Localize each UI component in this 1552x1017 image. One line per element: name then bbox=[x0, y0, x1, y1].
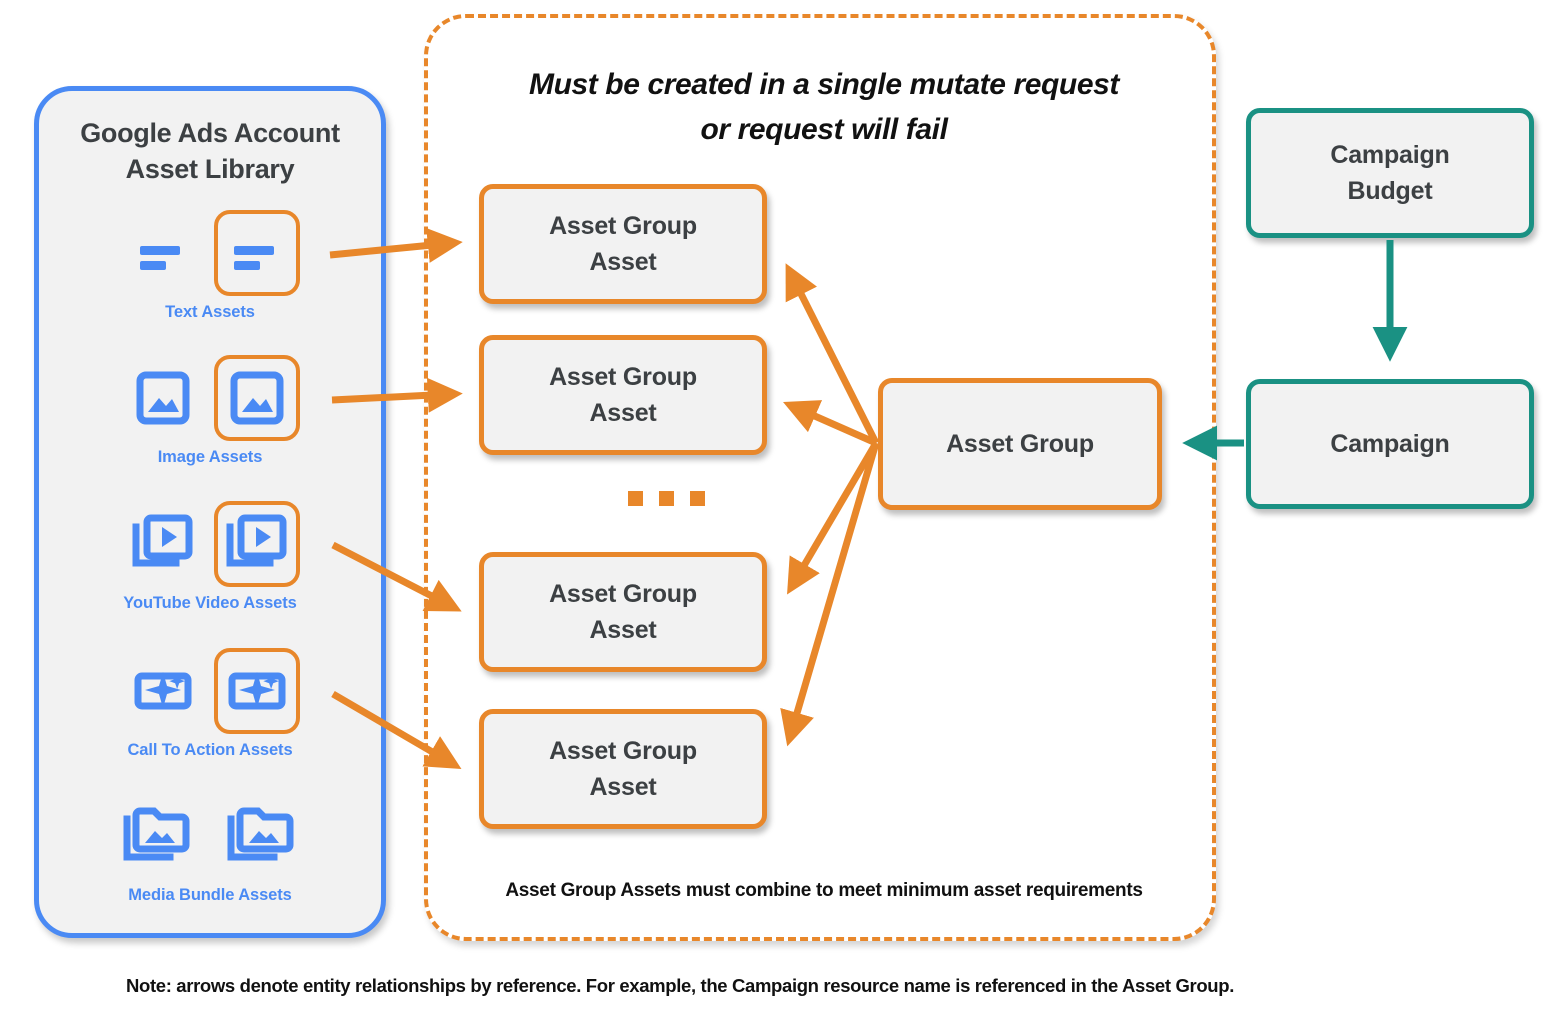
call-to-action-asset-icon-selected[interactable] bbox=[214, 648, 300, 734]
asset-label-youtube: YouTube Video Assets bbox=[123, 594, 297, 612]
campaign-budget-label-line2: Budget bbox=[1347, 177, 1433, 205]
asset-group-asset-node-4[interactable]: Asset Group Asset bbox=[479, 709, 767, 829]
asset-library-title: Google Ads Account Asset Library bbox=[39, 115, 381, 187]
asset-group-node[interactable]: Asset Group bbox=[878, 378, 1162, 510]
campaign-node[interactable]: Campaign bbox=[1246, 379, 1534, 509]
asset-group-asset-node-3[interactable]: Asset Group Asset bbox=[479, 552, 767, 672]
ellipsis-indicator bbox=[628, 491, 705, 506]
text-asset-icon bbox=[120, 210, 206, 296]
asset-group-label: Asset Group bbox=[946, 429, 1094, 458]
asset-group-asset-label-4b: Asset bbox=[589, 773, 657, 801]
image-asset-icon bbox=[120, 355, 206, 441]
call-to-action-asset-icon bbox=[120, 648, 206, 734]
campaign-label: Campaign bbox=[1330, 429, 1450, 458]
asset-row-media-bundle: Media Bundle Assets bbox=[39, 789, 381, 909]
mutate-heading-line2: or request will fail bbox=[700, 113, 948, 146]
asset-group-asset-node-1[interactable]: Asset Group Asset bbox=[479, 184, 767, 304]
footer-note: Note: arrows denote entity relationships… bbox=[125, 975, 1234, 996]
asset-group-asset-label-1a: Asset Group bbox=[549, 212, 697, 240]
asset-group-asset-label-4a: Asset Group bbox=[549, 737, 697, 765]
campaign-budget-label-line1: Campaign bbox=[1330, 141, 1450, 169]
image-asset-icon-selected[interactable] bbox=[214, 355, 300, 441]
mutate-heading-line1: Must be created in a single mutate reque… bbox=[528, 68, 1120, 101]
asset-library-title-line2: Asset Library bbox=[125, 154, 295, 184]
youtube-video-asset-icon bbox=[120, 501, 206, 587]
mutate-request-heading: Must be created in a single mutate reque… bbox=[448, 62, 1200, 152]
asset-group-asset-label-3a: Asset Group bbox=[549, 580, 697, 608]
asset-group-asset-label-2a: Asset Group bbox=[549, 363, 697, 391]
asset-requirements-note: Asset Group Assets must combine to meet … bbox=[505, 880, 1143, 901]
asset-row-image: Image Assets bbox=[39, 351, 381, 471]
asset-group-asset-label-1b: Asset bbox=[589, 248, 657, 276]
campaign-budget-node[interactable]: Campaign Budget bbox=[1246, 108, 1534, 238]
asset-group-asset-label-3b: Asset bbox=[589, 616, 657, 644]
asset-library-panel: Google Ads Account Asset Library bbox=[34, 86, 386, 938]
asset-row-cta: Call To Action Assets bbox=[39, 644, 381, 764]
ellipsis-dot-3 bbox=[690, 491, 705, 506]
asset-group-asset-label-2b: Asset bbox=[589, 399, 657, 427]
youtube-video-asset-icon-selected[interactable] bbox=[214, 501, 300, 587]
asset-row-text: Text Assets bbox=[39, 206, 381, 326]
asset-label-cta: Call To Action Assets bbox=[127, 741, 293, 759]
ellipsis-dot-2 bbox=[659, 491, 674, 506]
media-bundle-asset-icon-2 bbox=[219, 793, 305, 879]
media-bundle-asset-icon bbox=[115, 793, 201, 879]
asset-library-title-line1: Google Ads Account bbox=[80, 118, 340, 148]
asset-label-media-bundle: Media Bundle Assets bbox=[128, 886, 292, 904]
asset-row-youtube: YouTube Video Assets bbox=[39, 497, 381, 617]
asset-label-text: Text Assets bbox=[165, 303, 255, 321]
ellipsis-dot-1 bbox=[628, 491, 643, 506]
text-asset-icon-selected[interactable] bbox=[214, 210, 300, 296]
asset-label-image: Image Assets bbox=[157, 448, 263, 466]
asset-group-asset-node-2[interactable]: Asset Group Asset bbox=[479, 335, 767, 455]
